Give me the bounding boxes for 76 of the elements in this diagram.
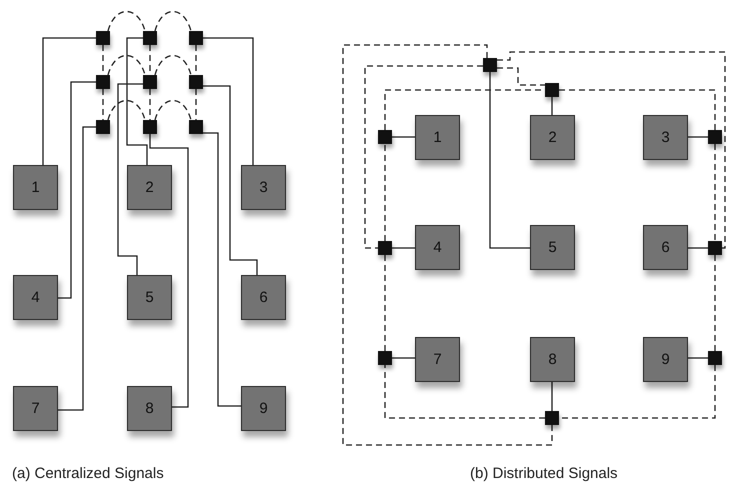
connector-line [154,10,192,32]
connector-line [497,51,726,249]
connector-line [551,382,553,411]
connector-line [688,247,708,249]
connector-line [107,54,146,76]
numbered-box: 1 [415,115,460,160]
connector-line [154,54,192,76]
connector-line [384,144,386,241]
junction-square [708,130,722,144]
connector-line [203,85,258,275]
connector-line [714,144,716,241]
panel-caption: (a) Centralized Signals [12,465,164,482]
numbered-box: 5 [530,225,575,270]
connector-line [714,255,716,351]
connector-line [203,132,241,407]
junction-square [708,241,722,255]
connector-line [107,100,146,120]
junction-square [96,120,110,134]
numbered-box: 4 [13,275,58,320]
connector-line [42,37,96,165]
junction-square [189,75,203,89]
numbered-box: 8 [127,386,172,431]
numbered-box: 7 [13,386,58,431]
connector-line [688,357,708,359]
numbered-box: 2 [530,115,575,160]
connector-line [149,134,189,408]
connector-line [195,89,197,120]
junction-square [96,31,110,45]
connector-line [497,67,545,86]
connector-line [126,37,148,165]
junction-square [96,75,110,89]
numbered-box: 8 [530,337,575,382]
connector-line [364,65,483,249]
connector-line [384,365,545,419]
junction-square [189,31,203,45]
connector-line [342,44,553,446]
numbered-box: 3 [643,115,688,160]
junction-square [708,351,722,365]
connector-line [688,136,708,138]
connector-line [154,100,192,120]
junction-square [545,411,559,425]
numbered-box: 5 [127,275,172,320]
connector-line [392,357,415,359]
junction-square [378,241,392,255]
numbered-box: 6 [241,275,286,320]
panel-caption: (b) Distributed Signals [470,465,618,482]
connector-line [392,247,415,249]
junction-square [143,120,157,134]
numbered-box: 9 [643,337,688,382]
connector-line [203,37,254,165]
connector-line [559,365,716,419]
numbered-box: 4 [415,225,460,270]
numbered-box: 1 [13,165,58,210]
connector-line [551,97,553,115]
junction-square [545,83,559,97]
connector-line [149,89,151,120]
connector-line [107,10,146,32]
junction-square [143,31,157,45]
numbered-box: 3 [241,165,286,210]
numbered-box: 6 [643,225,688,270]
numbered-box: 9 [241,386,286,431]
numbered-box: 7 [415,337,460,382]
junction-square [189,120,203,134]
connector-line [384,255,386,351]
junction-square [483,58,497,72]
connector-line [489,72,530,249]
connector-line [117,83,143,275]
connector-line [102,89,104,120]
junction-square [378,351,392,365]
connector-line [58,126,96,411]
connector-line [559,89,716,130]
numbered-box: 2 [127,165,172,210]
junction-square [378,130,392,144]
connector-line [392,136,415,138]
junction-square [143,75,157,89]
connector-line [58,81,96,299]
